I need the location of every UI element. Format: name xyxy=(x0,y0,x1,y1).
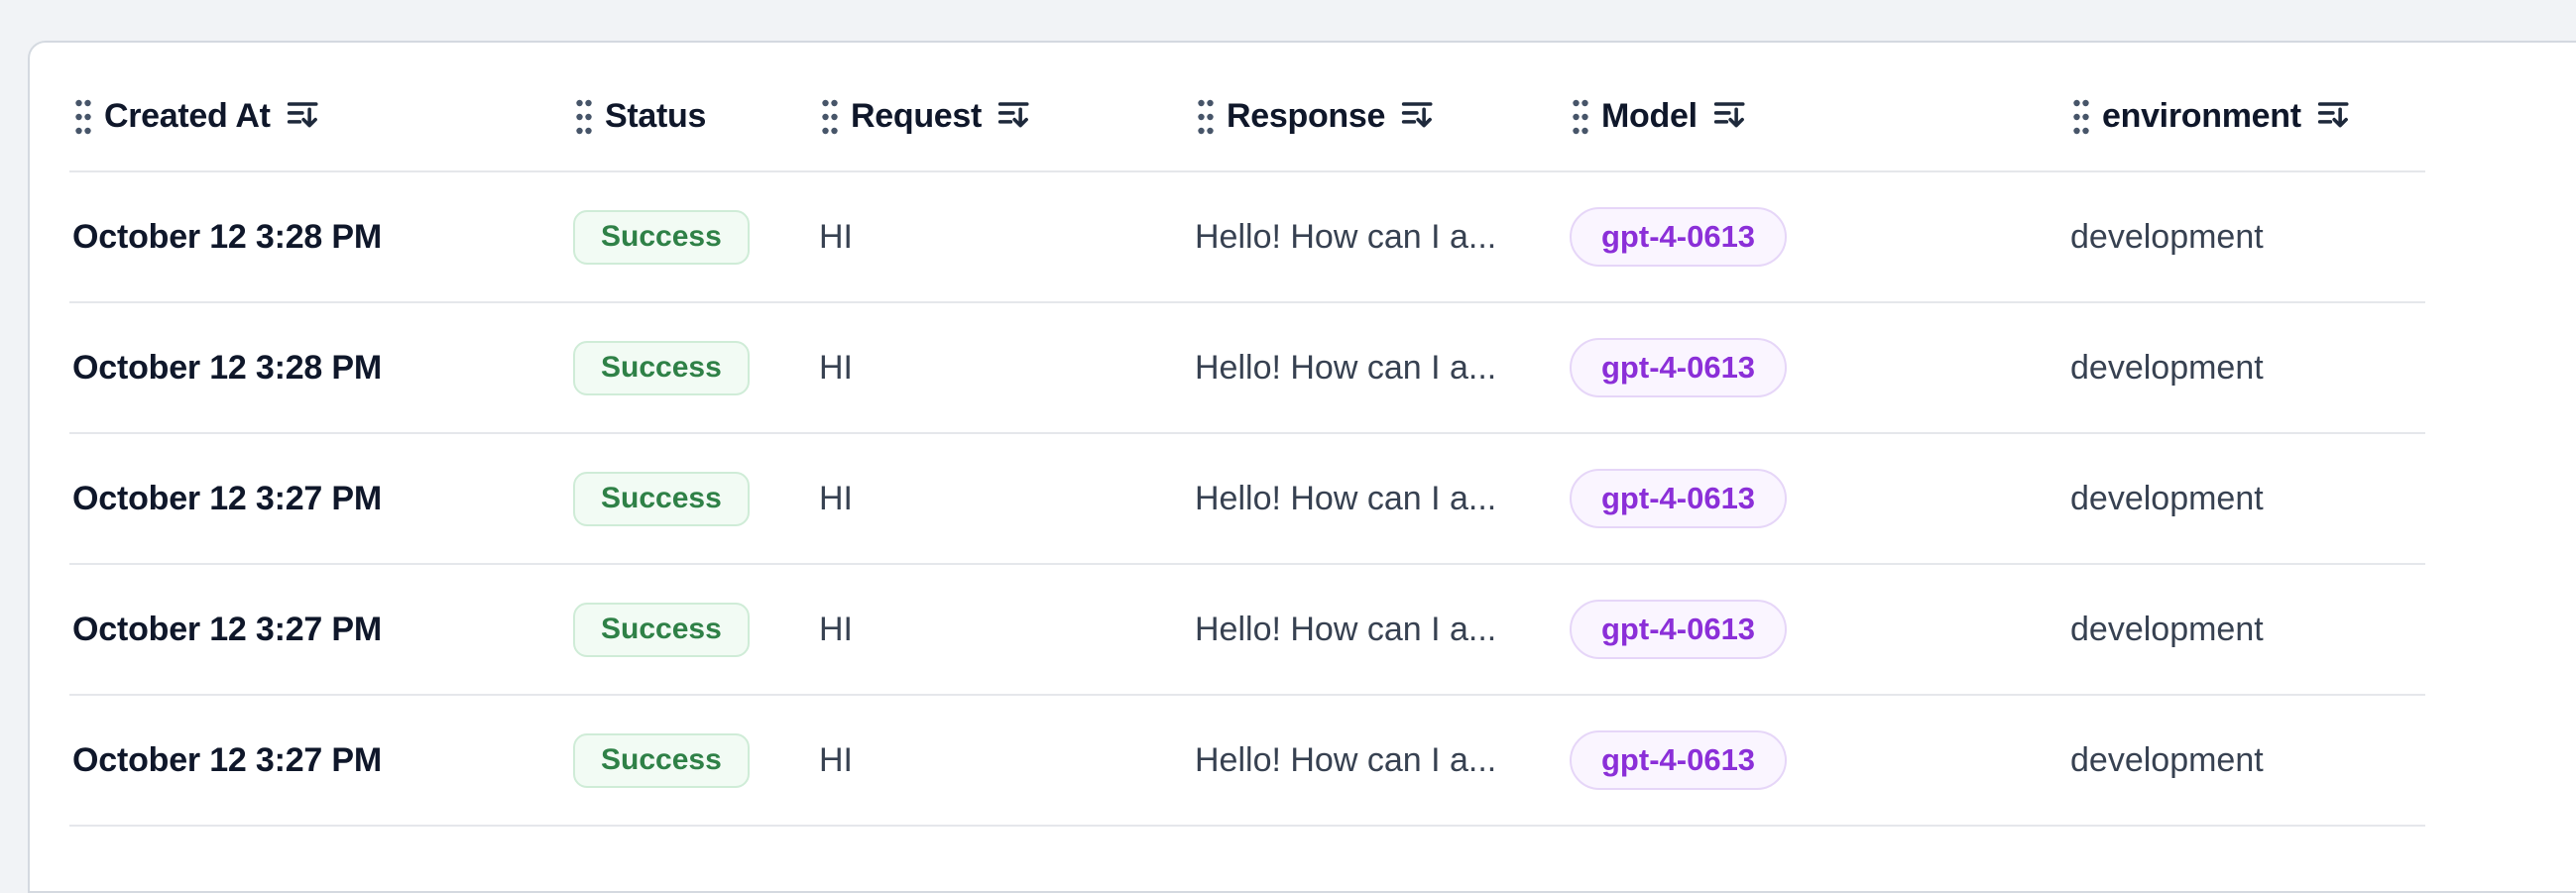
column-header-label: Model xyxy=(1601,97,1698,135)
table-row[interactable]: October 12 3:27 PM Success HI Hello! How… xyxy=(69,563,2425,694)
table-body: October 12 3:28 PM Success HI Hello! How… xyxy=(69,170,2425,825)
status-badge: Success xyxy=(573,602,750,657)
response-cell: Hello! How can I a... xyxy=(1195,348,1497,387)
sort-descending-icon[interactable] xyxy=(1399,96,1436,138)
model-cell: gpt-4-0613 xyxy=(1567,730,2067,790)
column-header-model[interactable]: Model xyxy=(1567,96,2067,138)
column-header-created-at[interactable]: Created At xyxy=(69,96,570,138)
response-cell: Hello! How can I a... xyxy=(1195,610,1497,648)
drag-handle-icon[interactable] xyxy=(821,97,839,137)
status-badge: Success xyxy=(573,209,750,265)
model-badge: gpt-4-0613 xyxy=(1570,207,1788,267)
created-at-cell: October 12 3:27 PM xyxy=(72,740,382,779)
status-cell: Success xyxy=(570,602,816,657)
sort-descending-icon[interactable] xyxy=(1711,96,1748,138)
column-header-label: Created At xyxy=(104,97,271,135)
table-row[interactable]: October 12 3:27 PM Success HI Hello! How… xyxy=(69,432,2425,563)
sort-descending-icon[interactable] xyxy=(285,96,321,138)
response-cell: Hello! How can I a... xyxy=(1195,217,1497,256)
created-at-cell: October 12 3:28 PM xyxy=(72,348,382,387)
request-cell: HI xyxy=(819,348,853,387)
request-cell: HI xyxy=(819,217,853,256)
status-cell: Success xyxy=(570,340,816,395)
environment-cell: development xyxy=(2070,610,2264,648)
response-cell: Hello! How can I a... xyxy=(1195,479,1497,517)
sort-descending-icon[interactable] xyxy=(995,96,1032,138)
environment-cell: development xyxy=(2070,740,2264,779)
request-cell: HI xyxy=(819,479,853,517)
table-header-row: Created At Status xyxy=(69,43,2425,170)
model-badge: gpt-4-0613 xyxy=(1570,469,1788,528)
column-header-status[interactable]: Status xyxy=(570,97,816,137)
drag-handle-icon[interactable] xyxy=(575,97,593,137)
response-cell: Hello! How can I a... xyxy=(1195,740,1497,779)
model-badge: gpt-4-0613 xyxy=(1570,338,1788,397)
status-cell: Success xyxy=(570,209,816,265)
model-badge: gpt-4-0613 xyxy=(1570,730,1788,790)
column-header-label: Status xyxy=(605,97,707,135)
table-row[interactable]: October 12 3:28 PM Success HI Hello! How… xyxy=(69,170,2425,301)
column-header-environment[interactable]: environment xyxy=(2067,96,2425,138)
column-header-label: Request xyxy=(851,97,983,135)
drag-handle-icon[interactable] xyxy=(1572,97,1589,137)
model-badge: gpt-4-0613 xyxy=(1570,600,1788,659)
requests-table: Created At Status xyxy=(69,43,2425,884)
column-header-label: Response xyxy=(1227,97,1386,135)
sort-descending-icon[interactable] xyxy=(2315,96,2352,138)
created-at-cell: October 12 3:28 PM xyxy=(72,217,382,256)
request-cell: HI xyxy=(819,610,853,648)
drag-handle-icon[interactable] xyxy=(2072,97,2090,137)
created-at-cell: October 12 3:27 PM xyxy=(72,479,382,517)
model-cell: gpt-4-0613 xyxy=(1567,600,2067,659)
status-cell: Success xyxy=(570,471,816,526)
status-badge: Success xyxy=(573,340,750,395)
column-header-request[interactable]: Request xyxy=(816,96,1192,138)
status-cell: Success xyxy=(570,732,816,788)
model-cell: gpt-4-0613 xyxy=(1567,469,2067,528)
created-at-cell: October 12 3:27 PM xyxy=(72,610,382,648)
table-row-partial xyxy=(69,825,2425,884)
environment-cell: development xyxy=(2070,348,2264,387)
status-badge: Success xyxy=(573,471,750,526)
column-header-response[interactable]: Response xyxy=(1192,96,1567,138)
status-badge: Success xyxy=(573,732,750,788)
request-cell: HI xyxy=(819,740,853,779)
column-header-label: environment xyxy=(2102,97,2301,135)
table-row[interactable]: October 12 3:28 PM Success HI Hello! How… xyxy=(69,301,2425,432)
model-cell: gpt-4-0613 xyxy=(1567,207,2067,267)
environment-cell: development xyxy=(2070,479,2264,517)
model-cell: gpt-4-0613 xyxy=(1567,338,2067,397)
requests-table-card: Created At Status xyxy=(28,41,2576,893)
drag-handle-icon[interactable] xyxy=(74,97,92,137)
environment-cell: development xyxy=(2070,217,2264,256)
drag-handle-icon[interactable] xyxy=(1197,97,1215,137)
table-row[interactable]: October 12 3:27 PM Success HI Hello! How… xyxy=(69,694,2425,825)
